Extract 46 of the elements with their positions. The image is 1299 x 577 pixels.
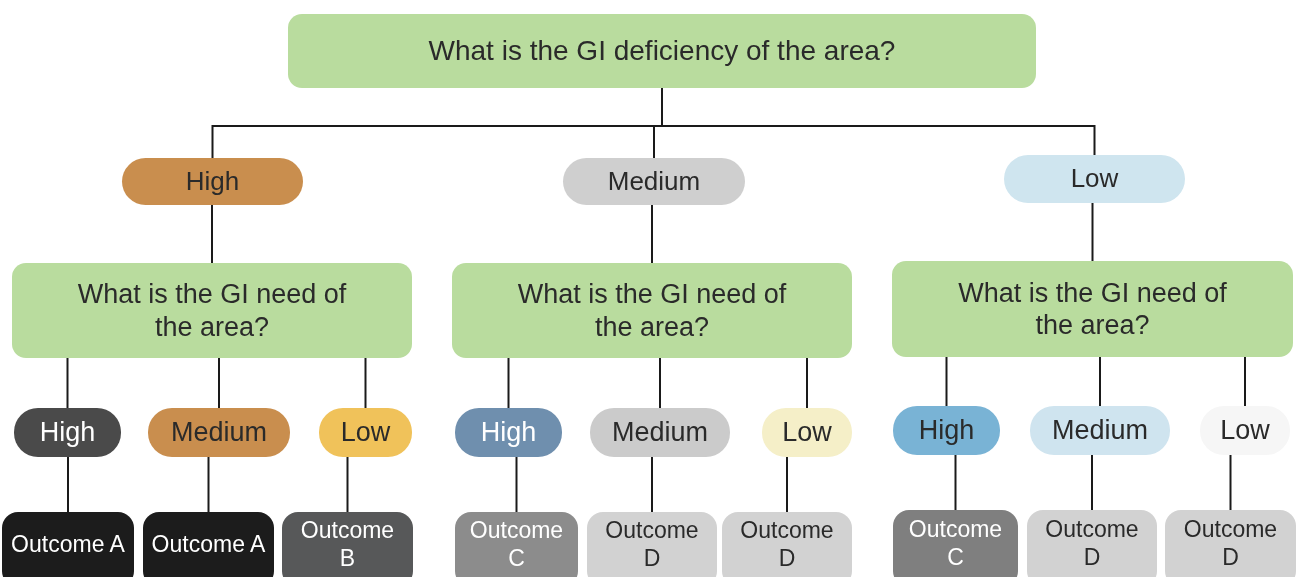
option-pill: Medium [590, 408, 730, 457]
outcome-box: Outcome B [282, 512, 413, 577]
question-box: What is the GI need of the area? [12, 263, 412, 358]
connector-line [1091, 454, 1093, 511]
connector-line [1229, 454, 1232, 511]
connector-line [211, 204, 213, 264]
question-box: What is the GI need of the area? [452, 263, 852, 358]
outcome-box: Outcome C [455, 512, 578, 577]
connector-line [515, 456, 518, 513]
connector-line [346, 456, 349, 513]
option-pill: Low [762, 408, 852, 457]
connector-line [1091, 202, 1094, 262]
option-pill: Medium [1030, 406, 1170, 455]
option-pill: High [122, 158, 303, 205]
outcome-box: Outcome D [722, 512, 852, 577]
connector-line [945, 356, 948, 407]
connector-line [207, 456, 210, 513]
connector-line [67, 456, 69, 513]
connector-line [1099, 356, 1101, 407]
outcome-box: Outcome A [143, 512, 274, 577]
option-pill: Low [1200, 406, 1290, 455]
option-pill: Medium [563, 158, 745, 205]
option-pill: Low [319, 408, 412, 457]
question-box: What is the GI deficiency of the area? [288, 14, 1036, 88]
connector-line [1244, 356, 1246, 407]
connector-line [786, 456, 788, 513]
question-box: What is the GI need of the area? [892, 261, 1293, 357]
outcome-box: Outcome C [893, 510, 1018, 577]
option-pill: High [893, 406, 1000, 455]
connector-line [651, 204, 653, 264]
connector-line [507, 357, 510, 409]
connector-line [651, 456, 653, 513]
outcome-box: Outcome D [1027, 510, 1157, 577]
connector-line [954, 454, 957, 511]
outcome-box: Outcome A [2, 512, 134, 577]
option-pill: High [455, 408, 562, 457]
connector-line [66, 357, 69, 409]
connector-line [806, 357, 808, 409]
outcome-box: Outcome D [587, 512, 717, 577]
option-pill: High [14, 408, 121, 457]
connector-line [659, 357, 661, 409]
connector-line [218, 357, 220, 409]
outcome-box: Outcome D [1165, 510, 1296, 577]
option-pill: Medium [148, 408, 290, 457]
option-pill: Low [1004, 155, 1185, 203]
connector-line [364, 357, 367, 409]
